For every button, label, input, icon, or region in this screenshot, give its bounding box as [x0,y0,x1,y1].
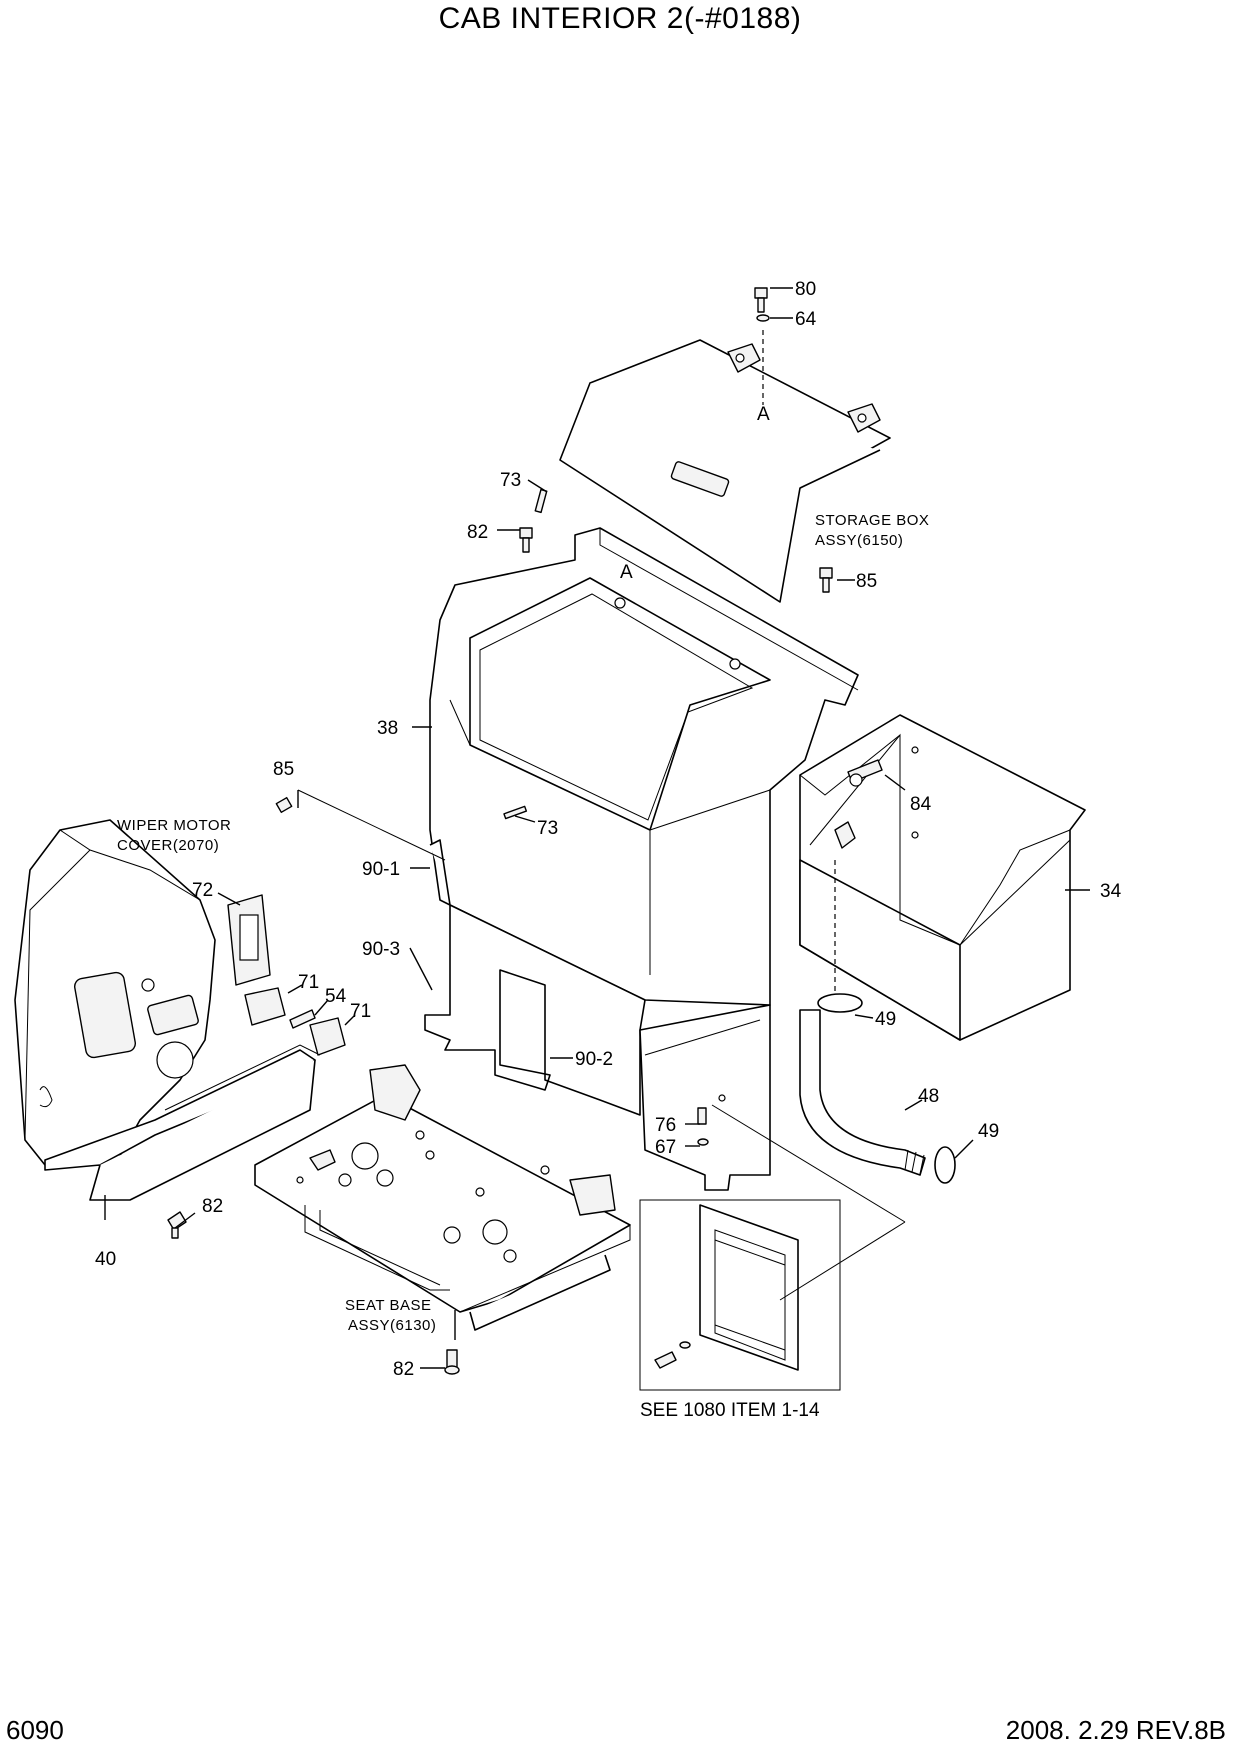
storage-box [799,714,1086,1041]
seat-base-note-line1: SEAT BASE [345,1297,431,1314]
part-number-49-top: 49 [875,1009,896,1030]
part-number-71-b: 71 [350,1001,371,1022]
part-number-73-mid: 73 [537,818,558,839]
part-number-34: 34 [1100,881,1122,902]
seat-base [254,1064,631,1331]
part-number-90-1: 90-1 [362,859,400,880]
part-number-71-a: 71 [298,972,319,993]
part-number-84: 84 [910,794,932,815]
part-number-73-top: 73 [500,470,521,491]
part-number-54: 54 [325,986,347,1007]
part-number-85-left: 85 [273,759,294,780]
revision-date: 2008. 2.29 REV.8B [1005,1715,1226,1745]
part-number-90-3: 90-3 [362,939,400,960]
detail-reference-box [639,1199,841,1391]
see-reference-note: SEE 1080 ITEM 1-14 [640,1400,820,1421]
rubber-pad-a [244,987,286,1026]
part-number-67: 67 [655,1137,676,1158]
part-number-64: 64 [795,309,817,330]
part-number-49-bottom: 49 [978,1121,999,1142]
part-number-38: 38 [377,718,398,739]
fasteners [167,287,883,1375]
page-title: CAB INTERIOR 2(-#0188) [438,2,802,35]
wiper-cover-note-line1: WIPER MOTOR [117,817,231,834]
part-number-80: 80 [795,279,816,300]
wiper-motor-cover [14,819,321,1201]
page-number: 6090 [6,1715,64,1745]
storage-box-note-line1: STORAGE BOX [815,512,929,529]
part-number-82-left: 82 [202,1196,223,1217]
rubber-pad-b [309,1017,346,1056]
part-number-40: 40 [95,1249,116,1270]
detail-marker-a-lid: A [757,404,770,425]
rear-panel [429,488,859,1006]
storage-box-note-line2: ASSY(6150) [815,532,903,549]
part-number-82-top: 82 [467,522,488,543]
part-number-85-right: 85 [856,571,877,592]
drain-hose [799,993,956,1184]
part-number-72: 72 [192,880,213,901]
part-number-82-bottom: 82 [393,1359,414,1380]
detail-marker-a-panel: A [620,562,633,583]
storage-box-lid [559,339,891,603]
floor-panels [424,839,771,1191]
switch-cover [227,894,271,986]
seat-base-note-line2: ASSY(6130) [348,1317,436,1334]
part-number-48: 48 [918,1086,939,1107]
wiper-cover-note-line2: COVER(2070) [117,837,219,854]
part-number-90-2: 90-2 [575,1049,613,1070]
leader-lines [104,287,1090,1369]
part-number-76: 76 [655,1115,676,1136]
